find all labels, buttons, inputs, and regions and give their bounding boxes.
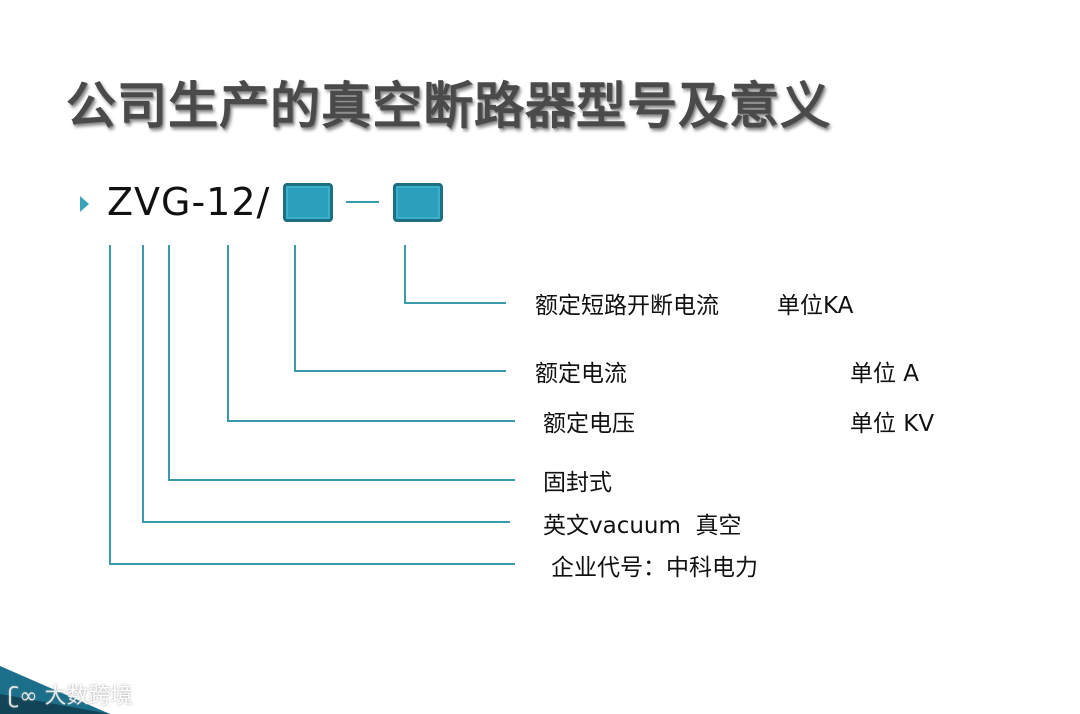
connector-breaking-current <box>404 245 506 304</box>
logo-icon: ʗ∞ <box>8 684 45 709</box>
unit-breaking-current: 单位KA <box>777 293 854 319</box>
slide-title: 公司生产的真空断路器型号及意义 <box>66 77 831 135</box>
model-code: ZVG-12/ <box>107 180 271 224</box>
label-vacuum: 英文vacuum 真空 <box>543 513 742 539</box>
label-rated-voltage: 额定电压 <box>543 411 635 437</box>
watermark-text: 大数跨境 <box>44 684 133 709</box>
label-rated-current: 额定电流 <box>535 361 627 387</box>
connector-rated-voltage <box>227 245 515 422</box>
connector-sealed <box>168 245 515 481</box>
unit-rated-voltage: 单位 KV <box>850 411 935 437</box>
placeholder-box-breaking-current <box>393 183 443 222</box>
bullet-triangle-icon <box>80 196 89 212</box>
label-breaking-current: 额定短路开断电流 <box>535 293 719 319</box>
connector-vacuum <box>142 245 510 523</box>
placeholder-box-current <box>283 183 333 222</box>
connector-rated-current <box>294 245 506 372</box>
dash-separator <box>346 201 379 203</box>
label-company-code: 企业代号：中科电力 <box>551 555 758 581</box>
label-sealed-type: 固封式 <box>543 470 612 496</box>
unit-rated-current: 单位 A <box>850 361 920 387</box>
corner-decoration-shadow <box>0 694 110 714</box>
connector-company-code <box>109 245 515 565</box>
watermark: ʗ∞ 大数跨境 <box>8 678 133 710</box>
